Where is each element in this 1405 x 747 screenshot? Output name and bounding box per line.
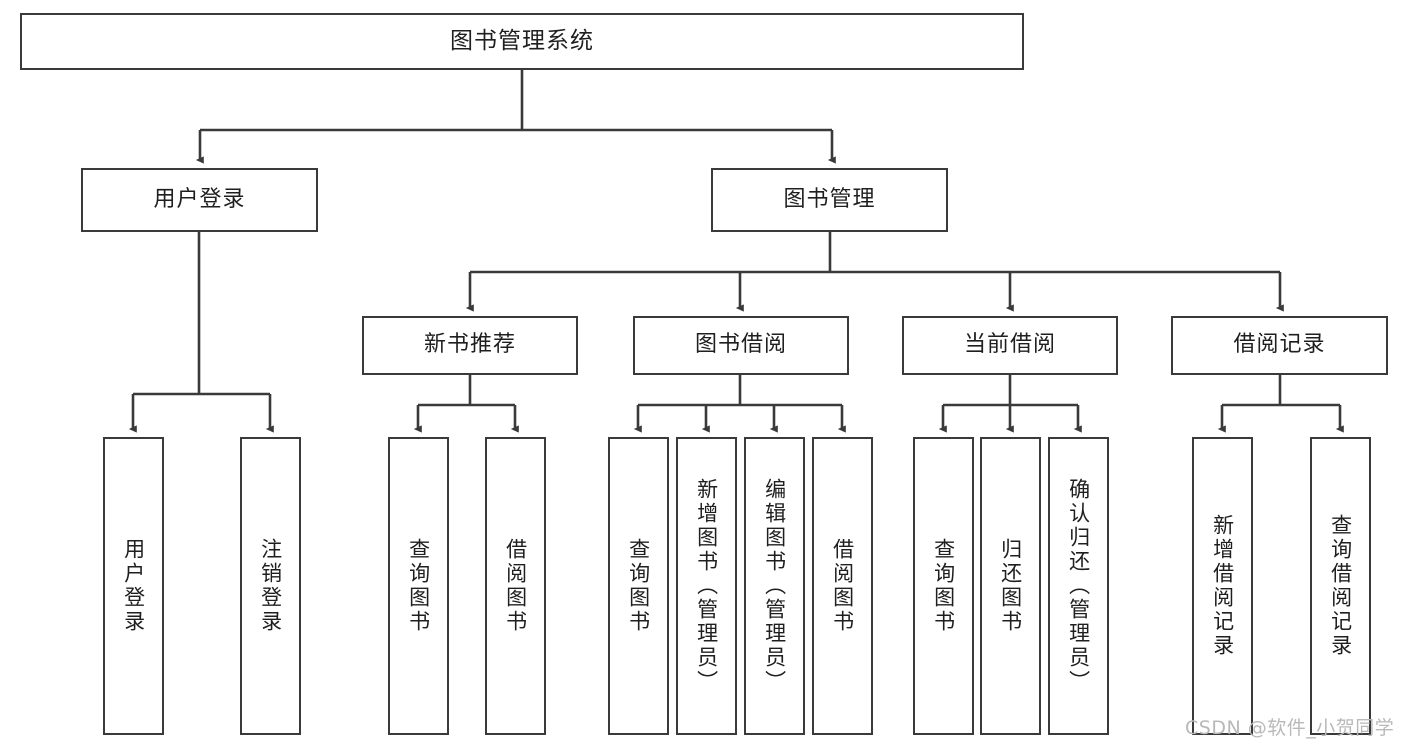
- leaf-new-book-query[interactable]: 查询图书: [388, 437, 449, 735]
- leaf-book-borrow-query[interactable]: 查询图书: [608, 437, 669, 735]
- leaf-borrow-record-query[interactable]: 查询借阅记录: [1310, 437, 1371, 735]
- leaf-user-login-login[interactable]: 用户登录: [103, 437, 164, 735]
- leaf-borrow-record-add[interactable]: 新增借阅记录: [1192, 437, 1253, 735]
- leaf-book-borrow-add[interactable]: 新增图书（管理员）: [676, 437, 737, 735]
- leaf-current-borrow-return[interactable]: 归还图书: [980, 437, 1041, 735]
- watermark-credit: CSDN @软件_小贺同学: [1185, 717, 1395, 739]
- node-current-borrow[interactable]: 当前借阅: [902, 316, 1118, 375]
- leaf-new-book-borrow[interactable]: 借阅图书: [485, 437, 546, 735]
- node-book-borrow[interactable]: 图书借阅: [633, 316, 849, 375]
- leaf-book-borrow-edit[interactable]: 编辑图书（管理员）: [744, 437, 805, 735]
- leaf-book-borrow-borrow[interactable]: 借阅图书: [812, 437, 873, 735]
- node-borrow-record[interactable]: 借阅记录: [1171, 316, 1388, 375]
- node-root-system[interactable]: 图书管理系统: [20, 13, 1024, 70]
- node-book-management[interactable]: 图书管理: [711, 168, 948, 232]
- node-new-book-recommend[interactable]: 新书推荐: [362, 316, 578, 375]
- node-user-login[interactable]: 用户登录: [81, 168, 318, 232]
- leaf-user-login-logout[interactable]: 注销登录: [240, 437, 301, 735]
- leaf-current-borrow-confirm-return[interactable]: 确认归还（管理员）: [1048, 437, 1109, 735]
- leaf-current-borrow-query[interactable]: 查询图书: [913, 437, 974, 735]
